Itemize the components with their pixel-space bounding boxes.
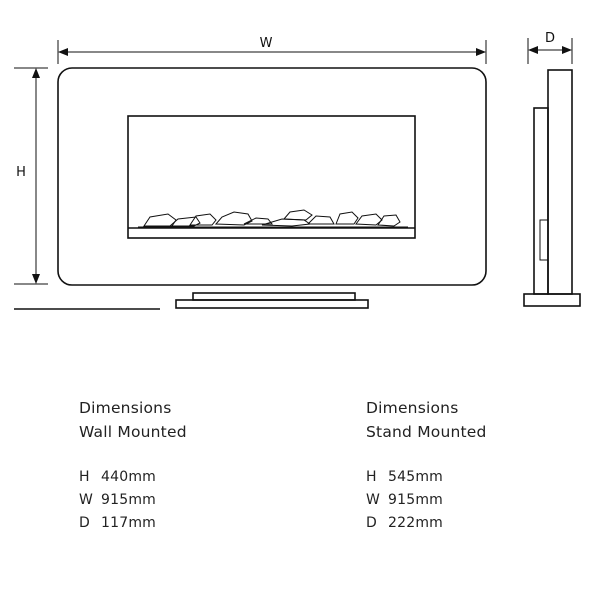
stand-base [175, 299, 369, 309]
spec-value: 117mm [101, 515, 156, 531]
stand-neck [192, 292, 356, 301]
spec-key: W [79, 492, 94, 508]
spec-key: D [79, 515, 90, 531]
depth-dimension: D [527, 31, 573, 64]
depth-label: D [545, 31, 555, 46]
spec-value: 545mm [388, 469, 443, 485]
stand-mounted-specs: Dimensions Stand Mounted H 545mm W 915mm… [366, 396, 487, 535]
fuel-bed-pebbles [138, 209, 408, 228]
side-body [547, 69, 573, 295]
side-view [523, 69, 581, 307]
spec-value: 222mm [388, 515, 443, 531]
height-label: H [16, 165, 26, 180]
stand-specs-rows: H 545mm W 915mm D 222mm [366, 466, 487, 535]
spec-value: 915mm [388, 492, 443, 508]
side-stand-base [523, 293, 581, 307]
stand-specs-title-line2: Stand Mounted [366, 423, 487, 441]
width-dimension: W [57, 36, 487, 64]
spec-key: H [366, 469, 377, 485]
spec-key: W [366, 492, 381, 508]
side-fixing [539, 219, 549, 261]
fireplace-frame [57, 67, 487, 286]
spec-value: 440mm [101, 469, 156, 485]
spec-key: H [79, 469, 90, 485]
wall-specs-title-line2: Wall Mounted [79, 423, 187, 441]
spec-row: H 545mm [366, 466, 487, 489]
spec-row: W 915mm [366, 489, 487, 512]
fire-window [127, 115, 416, 239]
spec-key: D [366, 515, 377, 531]
wall-specs-title-line1: Dimensions [79, 399, 172, 417]
wall-mounted-specs: Dimensions Wall Mounted H 440mm W 915mm … [79, 396, 187, 535]
spec-value: 915mm [101, 492, 156, 508]
stand-specs-title-line1: Dimensions [366, 399, 459, 417]
side-bracket [533, 107, 549, 295]
width-label: W [260, 36, 273, 51]
height-dimension: H [14, 67, 48, 285]
front-view [14, 67, 487, 310]
wall-specs-rows: H 440mm W 915mm D 117mm [79, 466, 187, 535]
spec-row: D 222mm [366, 512, 487, 535]
spec-row: D 117mm [79, 512, 187, 535]
spec-row: H 440mm [79, 466, 187, 489]
spec-row: W 915mm [79, 489, 187, 512]
